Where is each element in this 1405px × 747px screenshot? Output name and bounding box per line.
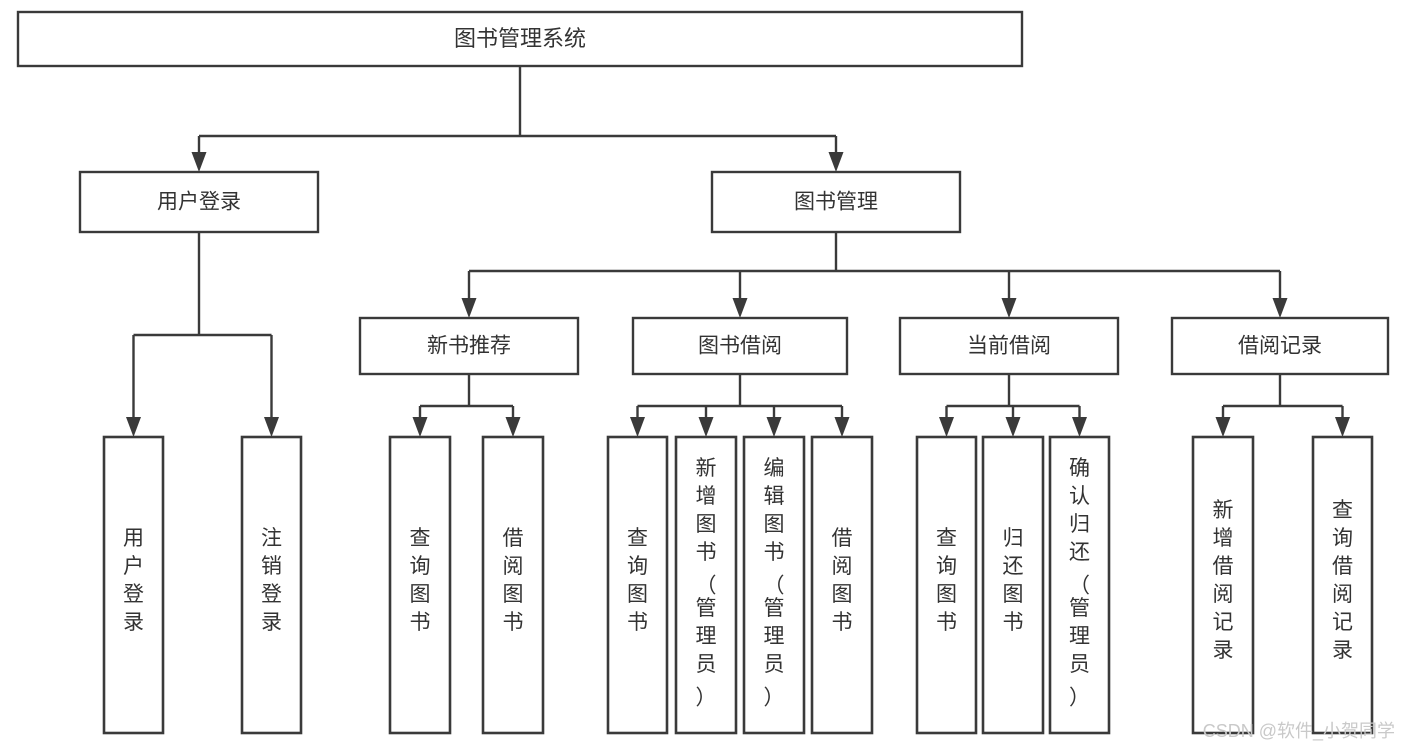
leaf-node-11-rect[interactable] xyxy=(1191,435,1255,735)
level1-node-0[interactable]: 用户登录 xyxy=(78,170,320,234)
level1-node-1-rect[interactable] xyxy=(710,170,962,234)
level2-node-3[interactable]: 借阅记录 xyxy=(1170,316,1390,376)
leaf-node-6-label: 编辑图书（管理员） xyxy=(764,457,785,710)
leaf-node-0-label: 用户登录 xyxy=(123,527,144,634)
arrow-head-icon xyxy=(939,417,954,437)
leaf-node-1-label: 注销登录 xyxy=(261,527,282,634)
leaf-node-11[interactable]: 新增借阅记录 xyxy=(1191,435,1255,735)
arrow-head-icon xyxy=(126,417,141,437)
arrow-head-icon xyxy=(1215,417,1231,437)
leaf-node-2-rect[interactable] xyxy=(388,435,452,735)
arrow-head-icon xyxy=(1001,298,1017,318)
arrow-head-icon xyxy=(264,417,279,437)
level2-node-2[interactable]: 当前借阅 xyxy=(898,316,1120,376)
leaf-node-12[interactable]: 查询借阅记录 xyxy=(1311,435,1374,735)
root-node-rect[interactable] xyxy=(16,10,1024,68)
connector-layer xyxy=(126,66,1350,437)
node-layer: 图书管理系统用户登录图书管理新书推荐图书借阅当前借阅借阅记录用户登录注销登录查询… xyxy=(16,10,1390,735)
arrow-head-icon xyxy=(630,417,645,437)
level2-node-2-rect[interactable] xyxy=(898,316,1120,376)
level2-node-0-label: 新书推荐 xyxy=(427,335,511,358)
leaf-node-10[interactable]: 确认归还（管理员） xyxy=(1048,435,1111,735)
arrow-head-icon xyxy=(828,152,844,172)
arrow-head-icon xyxy=(1335,417,1350,437)
leaf-node-0[interactable]: 用户登录 xyxy=(102,435,165,735)
leaf-node-8-label: 查询图书 xyxy=(936,527,957,634)
arrow-head-icon xyxy=(766,417,782,437)
leaf-node-5[interactable]: 新增图书（管理员） xyxy=(674,435,738,735)
level1-node-1-label: 图书管理 xyxy=(794,191,878,214)
root-node[interactable]: 图书管理系统 xyxy=(16,10,1024,68)
arrow-head-icon xyxy=(412,417,428,437)
level2-node-1-rect[interactable] xyxy=(631,316,849,376)
arrow-head-icon xyxy=(1005,417,1021,437)
leaf-node-8[interactable]: 查询图书 xyxy=(915,435,978,735)
level2-node-1[interactable]: 图书借阅 xyxy=(631,316,849,376)
root-node-label: 图书管理系统 xyxy=(454,26,586,51)
leaf-node-5-rect[interactable] xyxy=(674,435,738,735)
level2-node-0[interactable]: 新书推荐 xyxy=(358,316,580,376)
leaf-node-6-rect[interactable] xyxy=(742,435,806,735)
level1-node-0-rect[interactable] xyxy=(78,170,320,234)
arrow-head-icon xyxy=(698,417,714,437)
leaf-node-3-rect[interactable] xyxy=(481,435,545,735)
leaf-node-3-label: 借阅图书 xyxy=(503,527,524,634)
arrow-head-icon xyxy=(1072,417,1087,437)
leaf-node-6[interactable]: 编辑图书（管理员） xyxy=(742,435,806,735)
leaf-node-7-label: 借阅图书 xyxy=(832,527,853,634)
level1-node-1[interactable]: 图书管理 xyxy=(710,170,962,234)
level2-node-2-label: 当前借阅 xyxy=(967,335,1051,358)
level2-node-3-rect[interactable] xyxy=(1170,316,1390,376)
leaf-node-7-rect[interactable] xyxy=(810,435,874,735)
leaf-node-1[interactable]: 注销登录 xyxy=(240,435,303,735)
leaf-node-4[interactable]: 查询图书 xyxy=(606,435,669,735)
arrow-head-icon xyxy=(834,417,850,437)
level2-node-0-rect[interactable] xyxy=(358,316,580,376)
level2-node-3-label: 借阅记录 xyxy=(1238,335,1322,358)
leaf-node-9-label: 归还图书 xyxy=(1003,527,1024,634)
watermark-text: CSDN @软件_小贺同学 xyxy=(1202,721,1395,741)
leaf-node-11-label: 新增借阅记录 xyxy=(1213,499,1234,662)
leaf-node-12-rect[interactable] xyxy=(1311,435,1374,735)
arrow-head-icon xyxy=(1272,298,1288,318)
arrow-head-icon xyxy=(191,152,207,172)
arrow-head-icon xyxy=(461,298,477,318)
leaf-node-2-label: 查询图书 xyxy=(410,527,431,634)
leaf-node-9[interactable]: 归还图书 xyxy=(981,435,1045,735)
leaf-node-12-label: 查询借阅记录 xyxy=(1332,499,1353,662)
leaf-node-2[interactable]: 查询图书 xyxy=(388,435,452,735)
leaf-node-10-rect[interactable] xyxy=(1048,435,1111,735)
leaf-node-8-rect[interactable] xyxy=(915,435,978,735)
leaf-node-7[interactable]: 借阅图书 xyxy=(810,435,874,735)
leaf-node-4-label: 查询图书 xyxy=(627,527,648,634)
level2-node-1-label: 图书借阅 xyxy=(698,335,782,358)
leaf-node-4-rect[interactable] xyxy=(606,435,669,735)
leaf-node-9-rect[interactable] xyxy=(981,435,1045,735)
arrow-head-icon xyxy=(732,298,748,318)
level1-node-0-label: 用户登录 xyxy=(157,191,241,214)
leaf-node-3[interactable]: 借阅图书 xyxy=(481,435,545,735)
arrow-head-icon xyxy=(505,417,521,437)
leaf-node-1-rect[interactable] xyxy=(240,435,303,735)
leaf-node-0-rect[interactable] xyxy=(102,435,165,735)
leaf-node-5-label: 新增图书（管理员） xyxy=(696,457,717,710)
leaf-node-10-label: 确认归还（管理员） xyxy=(1069,457,1090,710)
